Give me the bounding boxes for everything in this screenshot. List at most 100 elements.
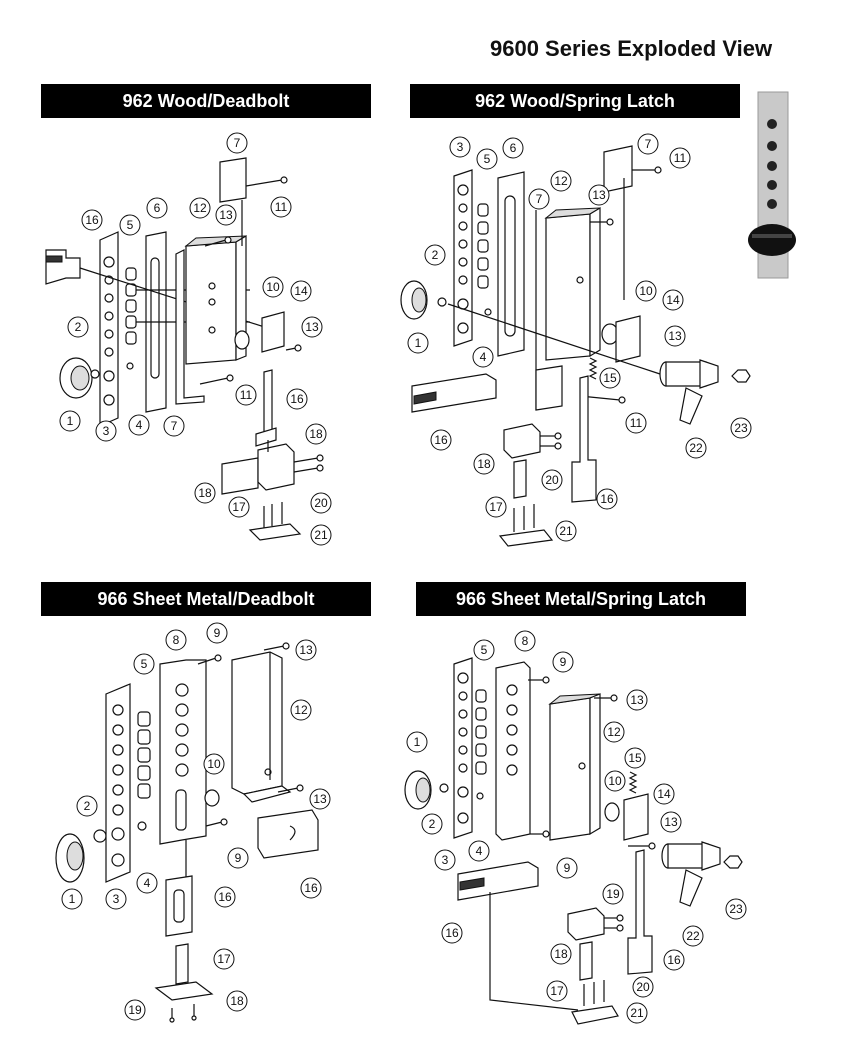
- callout-15: 15: [624, 747, 646, 769]
- callout-19: 19: [602, 883, 624, 905]
- callout-circle: [305, 423, 327, 445]
- callout-16: 16: [300, 877, 322, 899]
- panel-heading-sheet-metal-spring-latch: 966 Sheet Metal/Spring Latch: [416, 582, 746, 616]
- callout-number: 21: [559, 524, 573, 538]
- callout-4: 4: [472, 346, 494, 368]
- callout-13: 13: [660, 811, 682, 833]
- callout-circle: [300, 877, 322, 899]
- callout-23: 23: [725, 898, 747, 920]
- callout-circle: [290, 699, 312, 721]
- callout-circle: [541, 469, 563, 491]
- callout-number: 3: [457, 140, 464, 154]
- callout-9: 9: [556, 857, 578, 879]
- callout-circle: [434, 849, 456, 871]
- panel-sheet-metal-deadbolt-drawing: [55, 642, 319, 1023]
- callout-14: 14: [290, 280, 312, 302]
- callout-circle: [270, 196, 292, 218]
- callout-10: 10: [635, 280, 657, 302]
- callout-circle: [290, 280, 312, 302]
- callout-circle: [163, 415, 185, 437]
- callout-13: 13: [309, 788, 331, 810]
- callout-circle: [602, 883, 624, 905]
- callout-circle: [301, 316, 323, 338]
- callout-7: 7: [528, 188, 550, 210]
- callout-8: 8: [514, 630, 536, 652]
- callout-circle: [528, 188, 550, 210]
- callout-number: 17: [217, 952, 231, 966]
- callout-circle: [663, 949, 685, 971]
- callout-number: 17: [489, 500, 503, 514]
- callout-16: 16: [214, 886, 236, 908]
- callout-number: 8: [522, 634, 529, 648]
- callout-number: 1: [67, 414, 74, 428]
- callout-number: 11: [275, 200, 288, 214]
- callout-number: 19: [128, 1003, 142, 1017]
- callout-18: 18: [194, 482, 216, 504]
- callout-18: 18: [550, 943, 572, 965]
- callout-number: 7: [536, 192, 543, 206]
- callout-7: 7: [226, 132, 248, 154]
- callout-circle: [604, 770, 626, 792]
- callout-4: 4: [128, 414, 150, 436]
- callout-circle: [189, 197, 211, 219]
- callout-circle: [67, 316, 89, 338]
- callout-2: 2: [424, 244, 446, 266]
- callout-circle: [295, 639, 317, 661]
- callout-4: 4: [468, 840, 490, 862]
- callout-number: 3: [103, 424, 110, 438]
- callout-number: 5: [481, 643, 488, 657]
- callout-circle: [309, 788, 331, 810]
- callout-number: 12: [294, 703, 308, 717]
- callout-1: 1: [406, 731, 428, 753]
- callout-9: 9: [552, 651, 574, 673]
- callout-circle: [449, 136, 471, 158]
- callout-circle: [637, 133, 659, 155]
- callout-number: 1: [414, 735, 421, 749]
- callout-number: 11: [674, 151, 687, 165]
- callout-16: 16: [663, 949, 685, 971]
- callout-circle: [556, 857, 578, 879]
- panel-wood-spring-latch-drawing: [400, 145, 751, 547]
- callout-9: 9: [206, 622, 228, 644]
- callout-11: 11: [270, 196, 292, 218]
- callout-circle: [473, 639, 495, 661]
- callout-16: 16: [596, 488, 618, 510]
- callout-circle: [653, 783, 675, 805]
- callout-18: 18: [305, 423, 327, 445]
- callout-number: 3: [442, 853, 449, 867]
- callout-7: 7: [163, 415, 185, 437]
- callout-number: 16: [667, 953, 681, 967]
- callout-17: 17: [228, 496, 250, 518]
- lock-product-photo: [748, 91, 796, 279]
- callout-circle: [310, 492, 332, 514]
- callout-circle: [626, 1002, 648, 1024]
- callout-3: 3: [105, 888, 127, 910]
- callout-number: 19: [606, 887, 620, 901]
- callout-circle: [146, 197, 168, 219]
- callout-number: 15: [628, 751, 642, 765]
- callout-number: 18: [230, 994, 244, 1008]
- panel-heading-wood-deadbolt: 962 Wood/Deadbolt: [41, 84, 371, 118]
- callout-number: 3: [113, 892, 120, 906]
- callout-number: 22: [689, 441, 703, 455]
- panel-heading-wood-spring-latch: 962 Wood/Spring Latch: [410, 84, 740, 118]
- callout-5: 5: [473, 639, 495, 661]
- callout-number: 4: [136, 418, 143, 432]
- callout-20: 20: [541, 469, 563, 491]
- callout-circle: [421, 813, 443, 835]
- callout-circle: [228, 496, 250, 518]
- callout-number: 18: [198, 486, 212, 500]
- callout-circle: [596, 488, 618, 510]
- callout-number: 5: [141, 657, 148, 671]
- callout-circle: [669, 147, 691, 169]
- callout-number: 1: [415, 336, 422, 350]
- callout-circle: [441, 922, 463, 944]
- callout-number: 5: [484, 152, 491, 166]
- callout-number: 16: [600, 492, 614, 506]
- callout-number: 14: [657, 787, 671, 801]
- callout-number: 12: [554, 174, 568, 188]
- callout-22: 22: [685, 437, 707, 459]
- callout-circle: [61, 888, 83, 910]
- callout-circle: [476, 148, 498, 170]
